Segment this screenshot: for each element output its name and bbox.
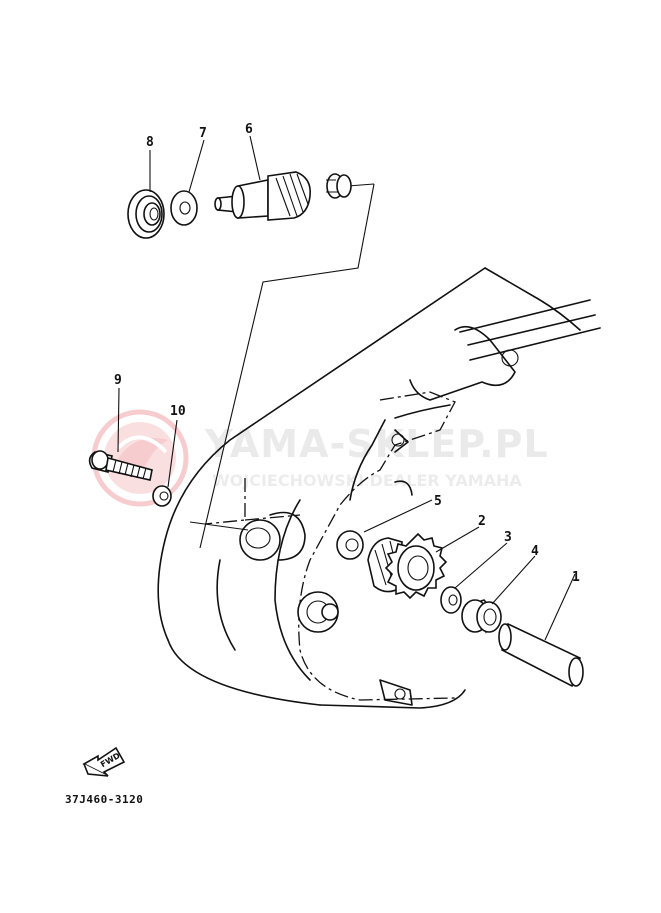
part-2-driven-gear: [367, 532, 448, 600]
part-4-collar: [461, 599, 502, 634]
part-7-washer: [170, 190, 198, 226]
callout-5: 5: [434, 494, 442, 509]
part-1-shaft: [498, 622, 584, 688]
watermark-subtitle: WOJCIECHOWSKI DEALER YAMAHA: [212, 471, 522, 490]
callout-10: 10: [170, 404, 186, 419]
part-10-washer: [152, 485, 172, 507]
callout-numbers: 1 2 3 4 5 6 7 8 9 10: [114, 122, 580, 585]
part-3-washer: [440, 586, 462, 614]
part-8-oil-seal: [127, 189, 165, 239]
callout-6: 6: [245, 122, 253, 137]
part-6-drive-gear: [214, 171, 352, 221]
callout-1: 1: [572, 570, 580, 585]
watermark: YAMA-SKLEP.PL WOJCIECHOWSKI DEALER YAMAH…: [91, 409, 549, 507]
crankcase-cover: [157, 267, 601, 709]
fwd-arrow-icon: FWD: [82, 746, 126, 777]
part-5-washer: [336, 530, 364, 560]
diagram-code: 37J460-3120: [65, 793, 143, 806]
leader-lines: [117, 135, 576, 641]
callout-4: 4: [531, 544, 539, 559]
guide-lines: [189, 183, 375, 549]
part-9-bolt: [88, 450, 153, 481]
callout-2: 2: [478, 514, 486, 529]
callout-3: 3: [504, 530, 512, 545]
callout-7: 7: [199, 126, 207, 141]
callout-8: 8: [146, 135, 154, 150]
callout-9: 9: [114, 373, 122, 388]
watermark-title: YAMA-SKLEP.PL: [204, 422, 549, 466]
